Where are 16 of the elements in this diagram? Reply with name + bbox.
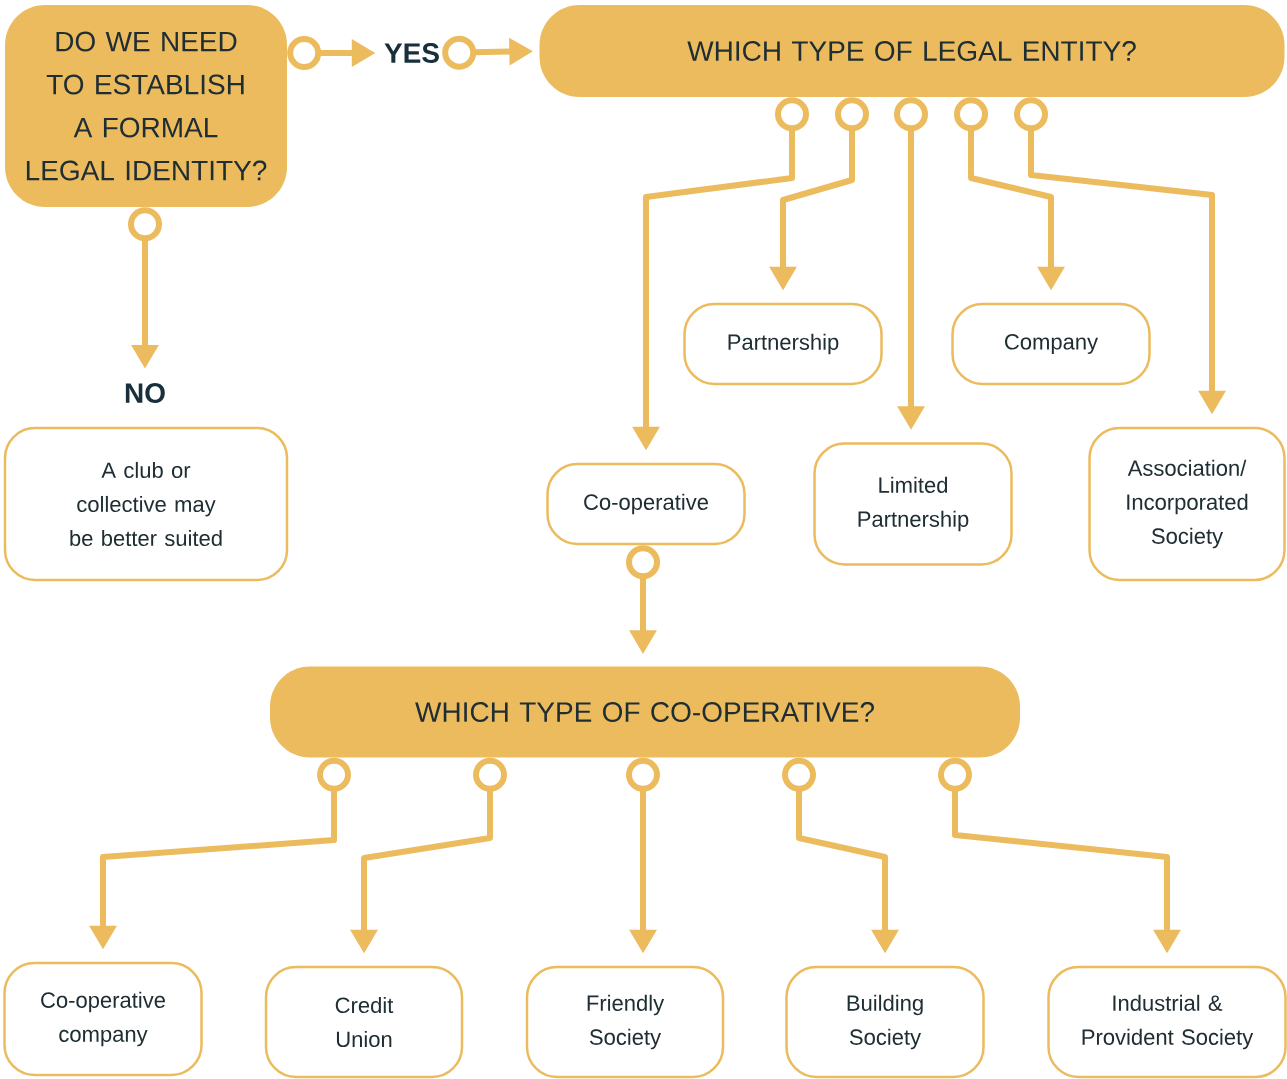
question-box: WHICH TYPE OF CO-OPERATIVE? [270,666,1020,758]
option-box: Partnership [683,302,883,386]
question-box: WHICH TYPE OF LEGAL ENTITY? [539,5,1285,97]
option-box: Co-operative company [3,961,203,1077]
option-box: Co-operative [546,462,746,546]
option-box: Friendly Society [525,965,725,1079]
option-box: Building Society [785,965,985,1079]
answer-label: YES [384,43,439,63]
answer-label: NO [125,383,165,403]
option-box: Credit Union [264,965,464,1079]
option-box: Limited Partnership [813,442,1013,566]
option-box: Association/ Incorporated Society [1088,426,1286,582]
question-box: DO WE NEED TO ESTABLISH A FORMAL LEGAL IDENTITY? [5,5,287,207]
option-box: A club or collective may be better suited [3,426,289,582]
option-box: Company [951,302,1151,386]
option-box: Industrial & Provident Society [1047,965,1287,1079]
